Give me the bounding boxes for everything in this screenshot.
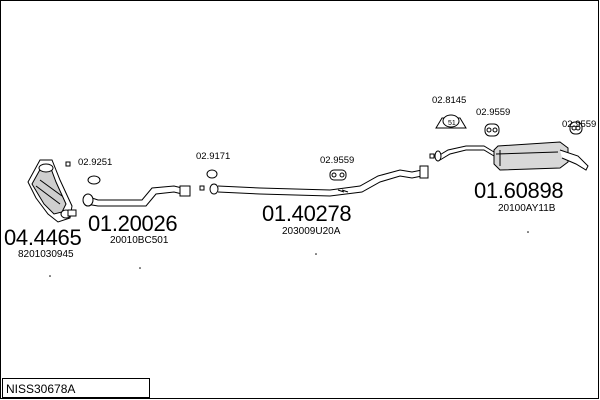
oem-number-rear-silencer: 20100AY11B	[498, 203, 556, 214]
rubber-mount-2-drawing[interactable]	[484, 123, 500, 137]
diagram-title: NISS30678A	[6, 382, 76, 396]
front-pipe-drawing[interactable]	[82, 185, 191, 207]
gasket-02-9171-drawing[interactable]	[206, 169, 218, 179]
fitting-label-2: 02.9171	[196, 151, 231, 162]
rubber-mount-3-drawing[interactable]	[569, 121, 583, 135]
fitting-label-6: 02.9559	[562, 119, 597, 130]
hanger-02-8145-drawing[interactable]: 51	[435, 114, 467, 129]
gasket-02-9251-drawing[interactable]	[87, 175, 101, 185]
fitting-label-1: 02.9251	[78, 157, 113, 168]
reference-dots	[49, 231, 529, 277]
fitting-label-5: 02.9559	[476, 107, 511, 118]
oem-number-middle-pipe: 203009U20A	[282, 226, 341, 237]
rear-silencer-drawing[interactable]	[434, 141, 589, 171]
catalytic-converter-drawing[interactable]	[27, 159, 77, 223]
diagram-title-box: NISS30678A	[2, 378, 150, 398]
part-number-middle-pipe: 01.40278	[262, 201, 352, 226]
part-number-rear-silencer: 01.60898	[474, 178, 564, 203]
hanger-mark: 51	[448, 120, 456, 127]
fitting-label-4: 02.8145	[432, 95, 467, 106]
middle-pipe-drawing[interactable]	[209, 165, 429, 197]
fitting-label-3: 02.9559	[320, 155, 355, 166]
part-number-catalytic: 04.4465	[4, 225, 82, 250]
part-number-front-pipe: 01.20026	[88, 211, 178, 236]
rubber-mount-1-drawing[interactable]	[329, 169, 347, 181]
label-markers	[65, 153, 435, 191]
oem-number-catalytic: 8201030945	[18, 249, 74, 260]
oem-number-front-pipe: 20010BC501	[110, 235, 169, 246]
